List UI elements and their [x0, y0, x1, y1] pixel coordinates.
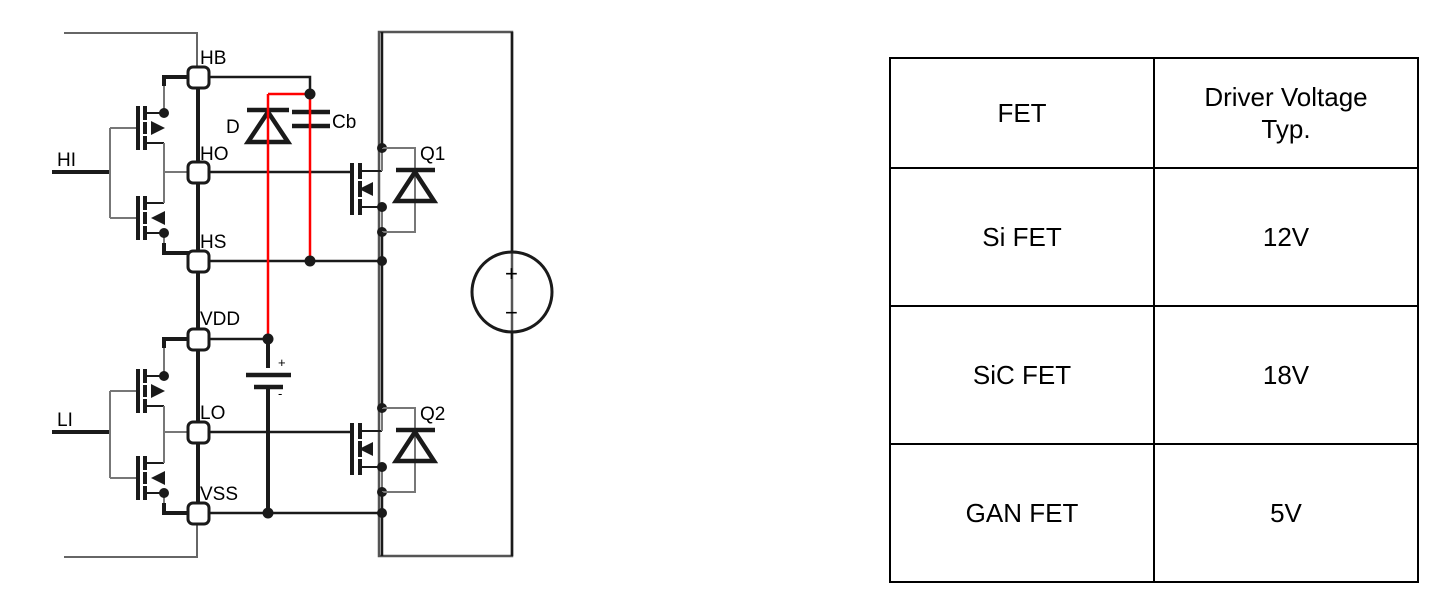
pin-label-vdd: VDD [200, 309, 240, 330]
cell-voltage-gan: 5V [1153, 443, 1419, 583]
power-mosfet-q1 [350, 32, 439, 266]
pin-VSS[interactable] [186, 501, 211, 526]
input-label-li: LI [57, 410, 73, 431]
power-mosfet-q2 [350, 261, 439, 556]
vdd-supply-battery [246, 339, 291, 513]
header-line2: Typ. [1261, 114, 1311, 144]
pin-label-hs: HS [200, 232, 226, 253]
table-row: SiC FET 18V [889, 305, 1419, 445]
low-side-driver-stage [52, 337, 198, 515]
pin-label-vss: VSS [200, 484, 238, 505]
q2-label: Q2 [420, 404, 445, 425]
header-line1: Driver Voltage [1204, 81, 1368, 112]
cell-fet-si: Si FET [889, 167, 1155, 307]
net-junction-dots [262, 88, 316, 519]
header-cell-fet: FET [889, 57, 1155, 169]
gate-driver-schematic: D Cb + - [52, 30, 554, 558]
table-row: Si FET 12V [889, 167, 1419, 307]
pin-LO[interactable] [186, 420, 211, 445]
pin-HS[interactable] [186, 249, 211, 274]
capacitor-label: Cb [332, 112, 356, 133]
pin-label-ho: HO [200, 144, 229, 165]
source-minus-sign: − [505, 300, 518, 325]
pin-label-lo: LO [200, 403, 225, 424]
pin-HO[interactable] [186, 160, 211, 185]
high-side-driver-stage [52, 75, 198, 255]
pin-VDD[interactable] [186, 327, 211, 352]
cell-fet-gan: GAN FET [889, 443, 1155, 583]
pin-label-hb: HB [200, 48, 226, 69]
cell-fet-sic: SiC FET [889, 305, 1155, 445]
vdd-supply-minus: - [278, 386, 282, 401]
cell-voltage-si: 12V [1153, 167, 1419, 307]
bootstrap-current-path-highlight [266, 92, 312, 339]
source-plus-sign: + [505, 261, 518, 286]
pin-HB[interactable] [186, 65, 211, 90]
input-label-hi: HI [57, 150, 76, 171]
q1-label: Q1 [420, 144, 445, 165]
pin-markers [186, 65, 211, 526]
diode-label: D [226, 117, 240, 138]
dc-voltage-source [470, 32, 554, 556]
power-stage-outline [377, 30, 514, 558]
table-row: GAN FET 5V [889, 443, 1419, 583]
vdd-supply-plus: + [278, 355, 286, 370]
cell-voltage-sic: 18V [1153, 305, 1419, 445]
